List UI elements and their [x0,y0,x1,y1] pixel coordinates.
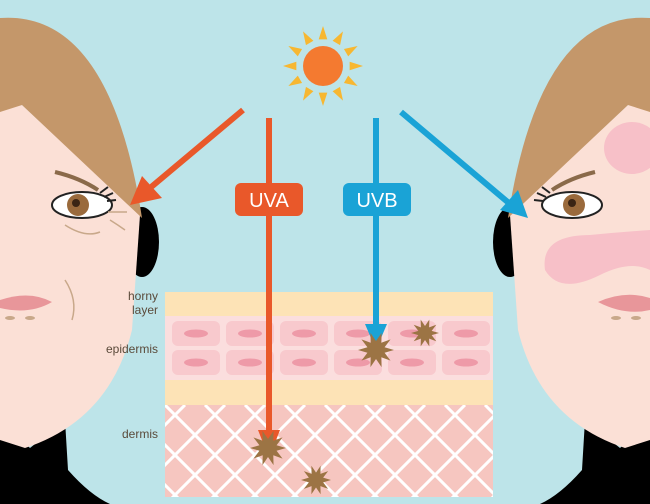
epidermis-cell [172,350,220,375]
sun-ray [318,26,328,40]
melanin-spot [301,465,331,495]
melanin-spot [358,332,394,368]
sun-ray [288,46,303,57]
right-lips [598,294,650,312]
sun-ray [303,31,314,46]
left-face-wrinkled [0,17,159,504]
sun-icon [283,26,363,106]
uvb-arrow-to-face [399,109,528,218]
epidermis-cell [226,350,274,375]
epidermis-cell [442,350,490,375]
epidermis-cell [388,350,436,375]
sun-ray [303,86,314,101]
sun-ray [349,61,363,71]
horny-layer [165,292,493,316]
pigment-spot-forehead [604,122,650,174]
epidermis-cell [226,321,274,346]
uvb-arrow-to-epidermis [365,118,387,350]
melanin-spot [411,319,439,347]
uva-label: UVA [235,183,303,216]
uva-text: UVA [249,190,289,212]
left-hair [0,17,142,218]
sun-ray [283,61,297,71]
right-neck [540,420,650,504]
dermis-layer [165,405,493,497]
left-lips [0,295,52,311]
melanin-spot [250,430,286,466]
uvb-text: UVB [356,190,397,212]
right-hair [508,17,650,218]
epidermis-cell [442,321,490,346]
epidermis-cell [172,321,220,346]
left-neck [0,420,110,504]
sun-ray [332,31,343,46]
epidermis-label: epidermis [106,342,158,356]
sun-ray [343,46,358,57]
basal-layer [165,380,493,405]
uvb-label: UVB [343,183,411,216]
horny-layer-label-2: layer [132,303,158,317]
sun-ray [332,86,343,101]
sun-ray [318,92,328,106]
dermis-label: dermis [122,427,158,441]
pigment-patch-cheek [544,230,650,284]
sun-ray [288,75,303,86]
epidermis-cell [280,321,328,346]
sun-ray [343,75,358,86]
skin-cross-section [165,292,493,497]
left-face-skin [0,105,140,448]
epidermis-cell [280,350,328,375]
uva-arrow-to-face [130,107,245,205]
horny-layer-label-1: horny [128,289,158,303]
right-face-pigmented [493,17,650,504]
